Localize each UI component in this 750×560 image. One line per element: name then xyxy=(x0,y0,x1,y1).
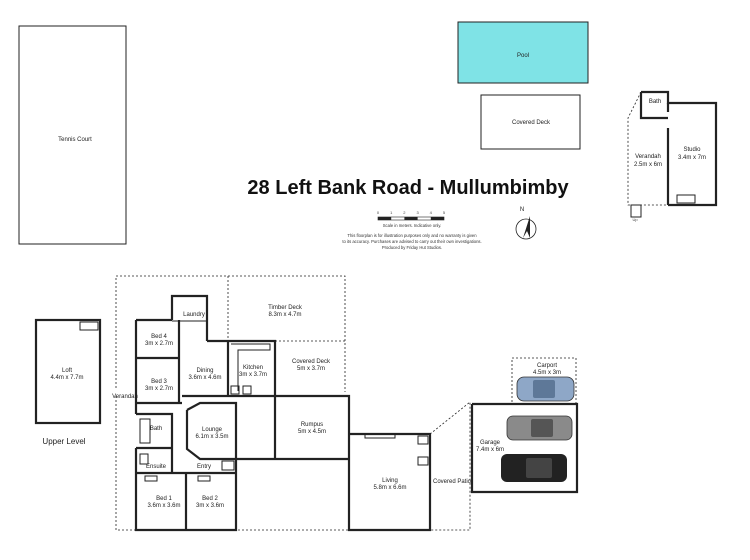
loft-size: 4.4m x 7.7m xyxy=(50,375,83,381)
scale-tick-5: 5 xyxy=(443,210,446,215)
dining-size: 3.6m x 4.6m xyxy=(188,375,221,381)
rumpus-label: Rumpus xyxy=(301,422,323,428)
living-label: Living xyxy=(382,478,398,484)
scale-tick-3: 3 xyxy=(416,210,419,215)
covered-deck-top-label: Covered Deck xyxy=(512,120,551,126)
loft: Loft 4.4m x 7.7m xyxy=(34,318,102,425)
page-title: 28 Left Bank Road - Mullumbimby xyxy=(247,177,569,199)
studio-label: Studio xyxy=(683,147,701,153)
timber-deck-size: 8.3m x 4.7m xyxy=(268,312,301,318)
disclaimer-line-3: Produced by Friday Hut Studios. xyxy=(382,245,442,250)
scale-caption: Scale in meters. Indicative only. xyxy=(383,223,442,228)
bed2-size: 3m x 3.6m xyxy=(196,503,224,509)
pool: Pool xyxy=(457,21,589,84)
living-size: 5.8m x 6.6m xyxy=(373,485,406,491)
scale-tick-4: 4 xyxy=(430,210,433,215)
ensuite-label: Ensuite xyxy=(146,464,167,470)
lounge-size: 6.1m x 3.5m xyxy=(195,434,228,440)
studio-size: 3.4m x 7m xyxy=(678,155,706,161)
car-blue-icon xyxy=(516,376,575,402)
studio-verandah-size: 2.5m x 6m xyxy=(634,162,662,168)
verandah-main-label: Verandah xyxy=(112,394,138,400)
carport: Carport 4.5m x 3m xyxy=(511,357,577,405)
bed3-label: Bed 3 xyxy=(151,379,167,385)
car-black-icon xyxy=(501,454,567,482)
tennis-court: Tennis Court xyxy=(18,25,127,245)
pool-label: Pool xyxy=(517,53,529,59)
timber-deck-label: Timber Deck xyxy=(268,305,303,311)
bed2-label: Bed 2 xyxy=(202,496,218,502)
bath-main-label: Bath xyxy=(150,426,162,432)
covered-deck-label: Covered Deck xyxy=(292,359,331,365)
bed3-size: 3m x 2.7m xyxy=(145,386,173,392)
main-walls xyxy=(134,294,471,532)
bed1-label: Bed 1 xyxy=(156,496,172,502)
laundry-label: Laundry xyxy=(183,312,205,318)
covered-deck-size: 5m x 3.7m xyxy=(297,366,325,372)
kitchen-size: 3m x 3.7m xyxy=(239,372,267,378)
bed1-size: 3.6m x 3.6m xyxy=(147,503,180,509)
compass-icon xyxy=(515,218,537,240)
compass: N xyxy=(515,207,537,240)
loft-label: Loft xyxy=(62,368,72,374)
scale-tick-1: 1 xyxy=(390,210,393,215)
bed4-size: 3m x 2.7m xyxy=(145,341,173,347)
disclaimer: This floorplan is for illustration purpo… xyxy=(342,233,481,250)
lounge-label: Lounge xyxy=(202,427,223,433)
garage: Garage 7.4m x 6m xyxy=(470,402,579,494)
garage-size: 7.4m x 6m xyxy=(476,447,504,453)
compass-n-label: N xyxy=(520,207,524,213)
scale-tick-2: 2 xyxy=(403,210,406,215)
disclaimer-line-1: This floorplan is for illustration purpo… xyxy=(347,233,477,238)
scale-bar: 0 1 2 3 4 5 Scale in meters. Indicative … xyxy=(377,210,446,228)
covered-patio-label: Covered Patio xyxy=(433,479,472,485)
entry-label: Entry xyxy=(197,464,211,470)
kitchen-label: Kitchen xyxy=(243,365,263,371)
carport-label: Carport xyxy=(537,363,557,369)
studio-bath-label: Bath xyxy=(649,99,661,105)
svg-text:Up: Up xyxy=(632,217,638,222)
rumpus-size: 5m x 4.5m xyxy=(298,429,326,435)
car-grey-icon xyxy=(506,415,573,441)
upper-level-caption: Upper Level xyxy=(42,437,85,446)
scale-tick-0: 0 xyxy=(377,210,380,215)
studio-verandah-label: Verandah xyxy=(635,154,661,160)
covered-deck-top: Covered Deck xyxy=(480,94,581,150)
garage-label: Garage xyxy=(480,440,501,446)
bed4-label: Bed 4 xyxy=(151,334,167,340)
tennis-court-label: Tennis Court xyxy=(58,137,92,143)
carport-size: 4.5m x 3m xyxy=(533,370,561,376)
dining-label: Dining xyxy=(196,368,213,374)
studio-block: Up Bath Verandah 2.5m x 6m Studio 3.4m x… xyxy=(627,90,718,222)
disclaimer-line-2: to its accuracy. Purchases are advised t… xyxy=(342,239,481,244)
